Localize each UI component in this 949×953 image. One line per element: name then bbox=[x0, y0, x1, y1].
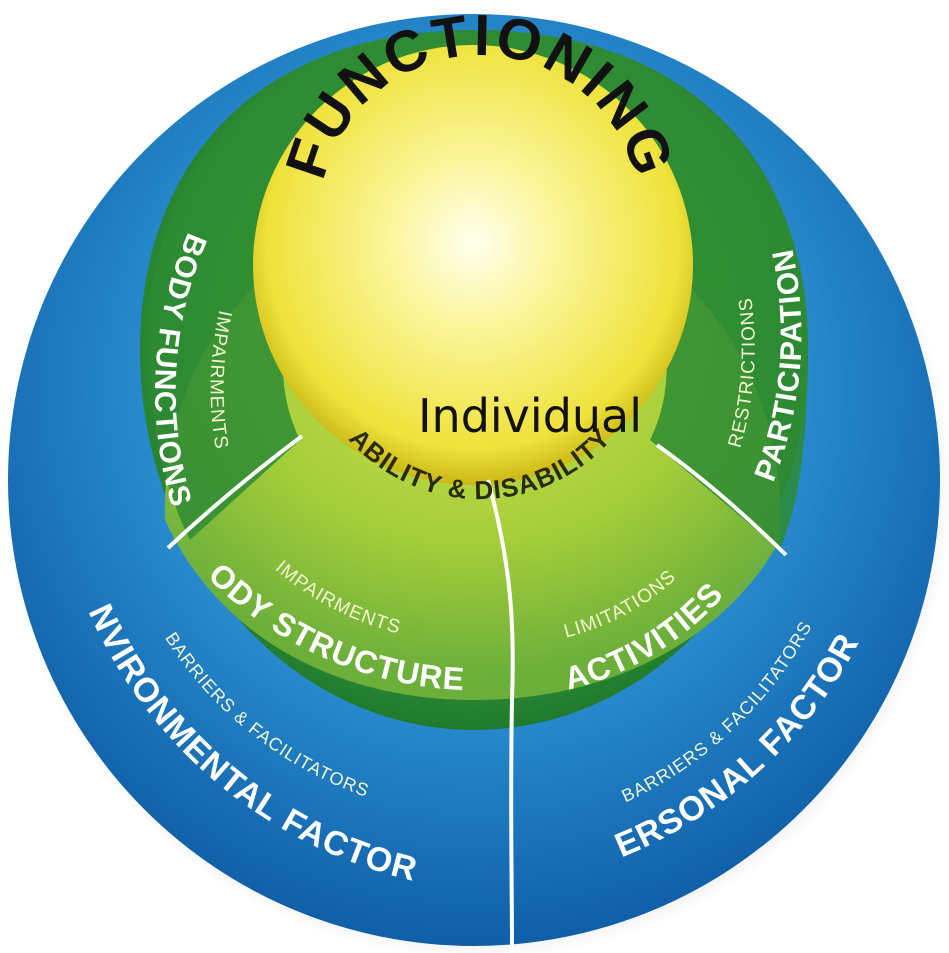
divider-center bbox=[486, 479, 515, 953]
divider-right bbox=[655, 443, 788, 557]
functioning-sphere bbox=[253, 45, 693, 485]
divider-left bbox=[166, 434, 304, 550]
individual-overlay-label: Individual bbox=[418, 389, 642, 443]
